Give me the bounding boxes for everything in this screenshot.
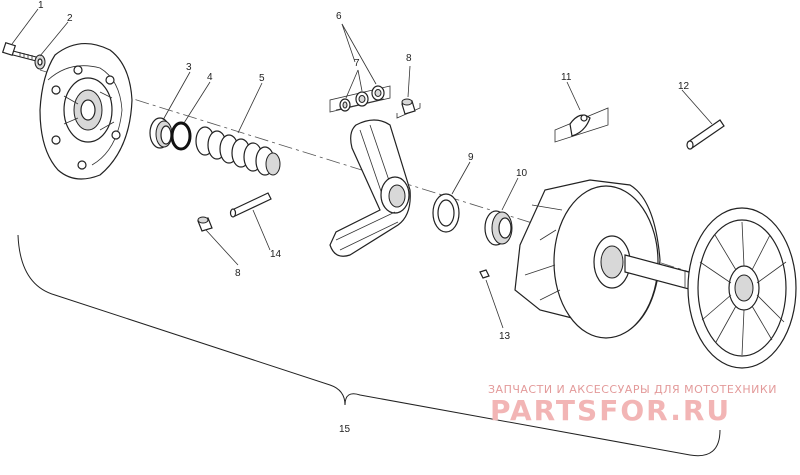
roller-part-8-upper [396,98,421,119]
nuts-part-7 [339,85,385,112]
bolt-part-1 [1,41,41,63]
callout-11: 11 [561,72,572,83]
callout-4: 4 [207,72,213,83]
roller-part-8-lower [197,216,213,232]
moveable-sheave [514,179,661,339]
cover-housing [39,43,133,180]
tag-part-11 [554,107,609,143]
callout-2: 2 [67,13,73,24]
watermark-brand-logo: PARTSFOR.RU [490,394,731,427]
callout-9: 9 [468,152,474,163]
fixed-sheave [687,207,797,369]
leader-lines [11,8,713,329]
callout-8-lower: 8 [235,268,241,279]
nut-part-13 [479,269,490,279]
assembly-bracket [17,234,721,457]
washer-part-9 [432,193,460,233]
callout-6: 6 [336,11,342,22]
oring-part-4 [170,121,192,151]
pin-part-12 [686,119,725,150]
pin-part-14 [229,192,272,218]
spring-part-5 [195,126,281,176]
callout-8-upper: 8 [406,53,412,64]
watermark: ЗАПЧАСТИ И АКСЕССУАРЫ ДЛЯ МОТОТЕХНИКИ PA… [488,383,777,427]
callout-5: 5 [259,73,265,84]
bushing-part-10 [484,210,513,246]
callout-labels: 1 2 3 4 5 6 7 8 8 9 10 11 12 13 14 15 [38,0,690,435]
callout-10: 10 [516,168,528,179]
callout-13: 13 [499,331,511,342]
bushing-part-3 [149,117,173,149]
callout-14: 14 [270,249,282,260]
watermark-tagline: ЗАПЧАСТИ И АКСЕССУАРЫ ДЛЯ МОТОТЕХНИКИ [488,383,777,396]
callout-3: 3 [186,62,192,73]
washer-part-2 [34,54,46,70]
callout-7: 7 [354,58,360,69]
callout-12: 12 [678,81,690,92]
spider-arm [329,119,411,257]
callout-15: 15 [339,424,351,435]
callout-1: 1 [38,0,44,11]
